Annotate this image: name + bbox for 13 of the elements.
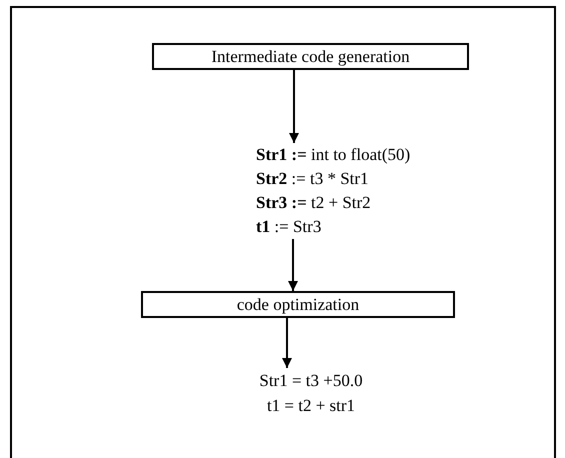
box-label: Intermediate code generation: [211, 48, 410, 65]
process-box: [152, 43, 469, 70]
process-box: [141, 291, 455, 318]
arrow: [288, 239, 298, 291]
arrow: [289, 70, 299, 143]
code-line: t1 := Str3: [256, 216, 322, 238]
code-line: Str3 := t2 + Str2: [256, 192, 371, 214]
code-line: t1 = t2 + str1: [266, 395, 356, 417]
code-line: Str2 := t3 * Str1: [256, 168, 369, 190]
arrow: [282, 318, 292, 368]
box-label: code optimization: [236, 296, 360, 313]
code-line: Str1 = t3 +50.0: [259, 370, 363, 392]
code-line: Str1 := int to float(50): [256, 144, 410, 166]
